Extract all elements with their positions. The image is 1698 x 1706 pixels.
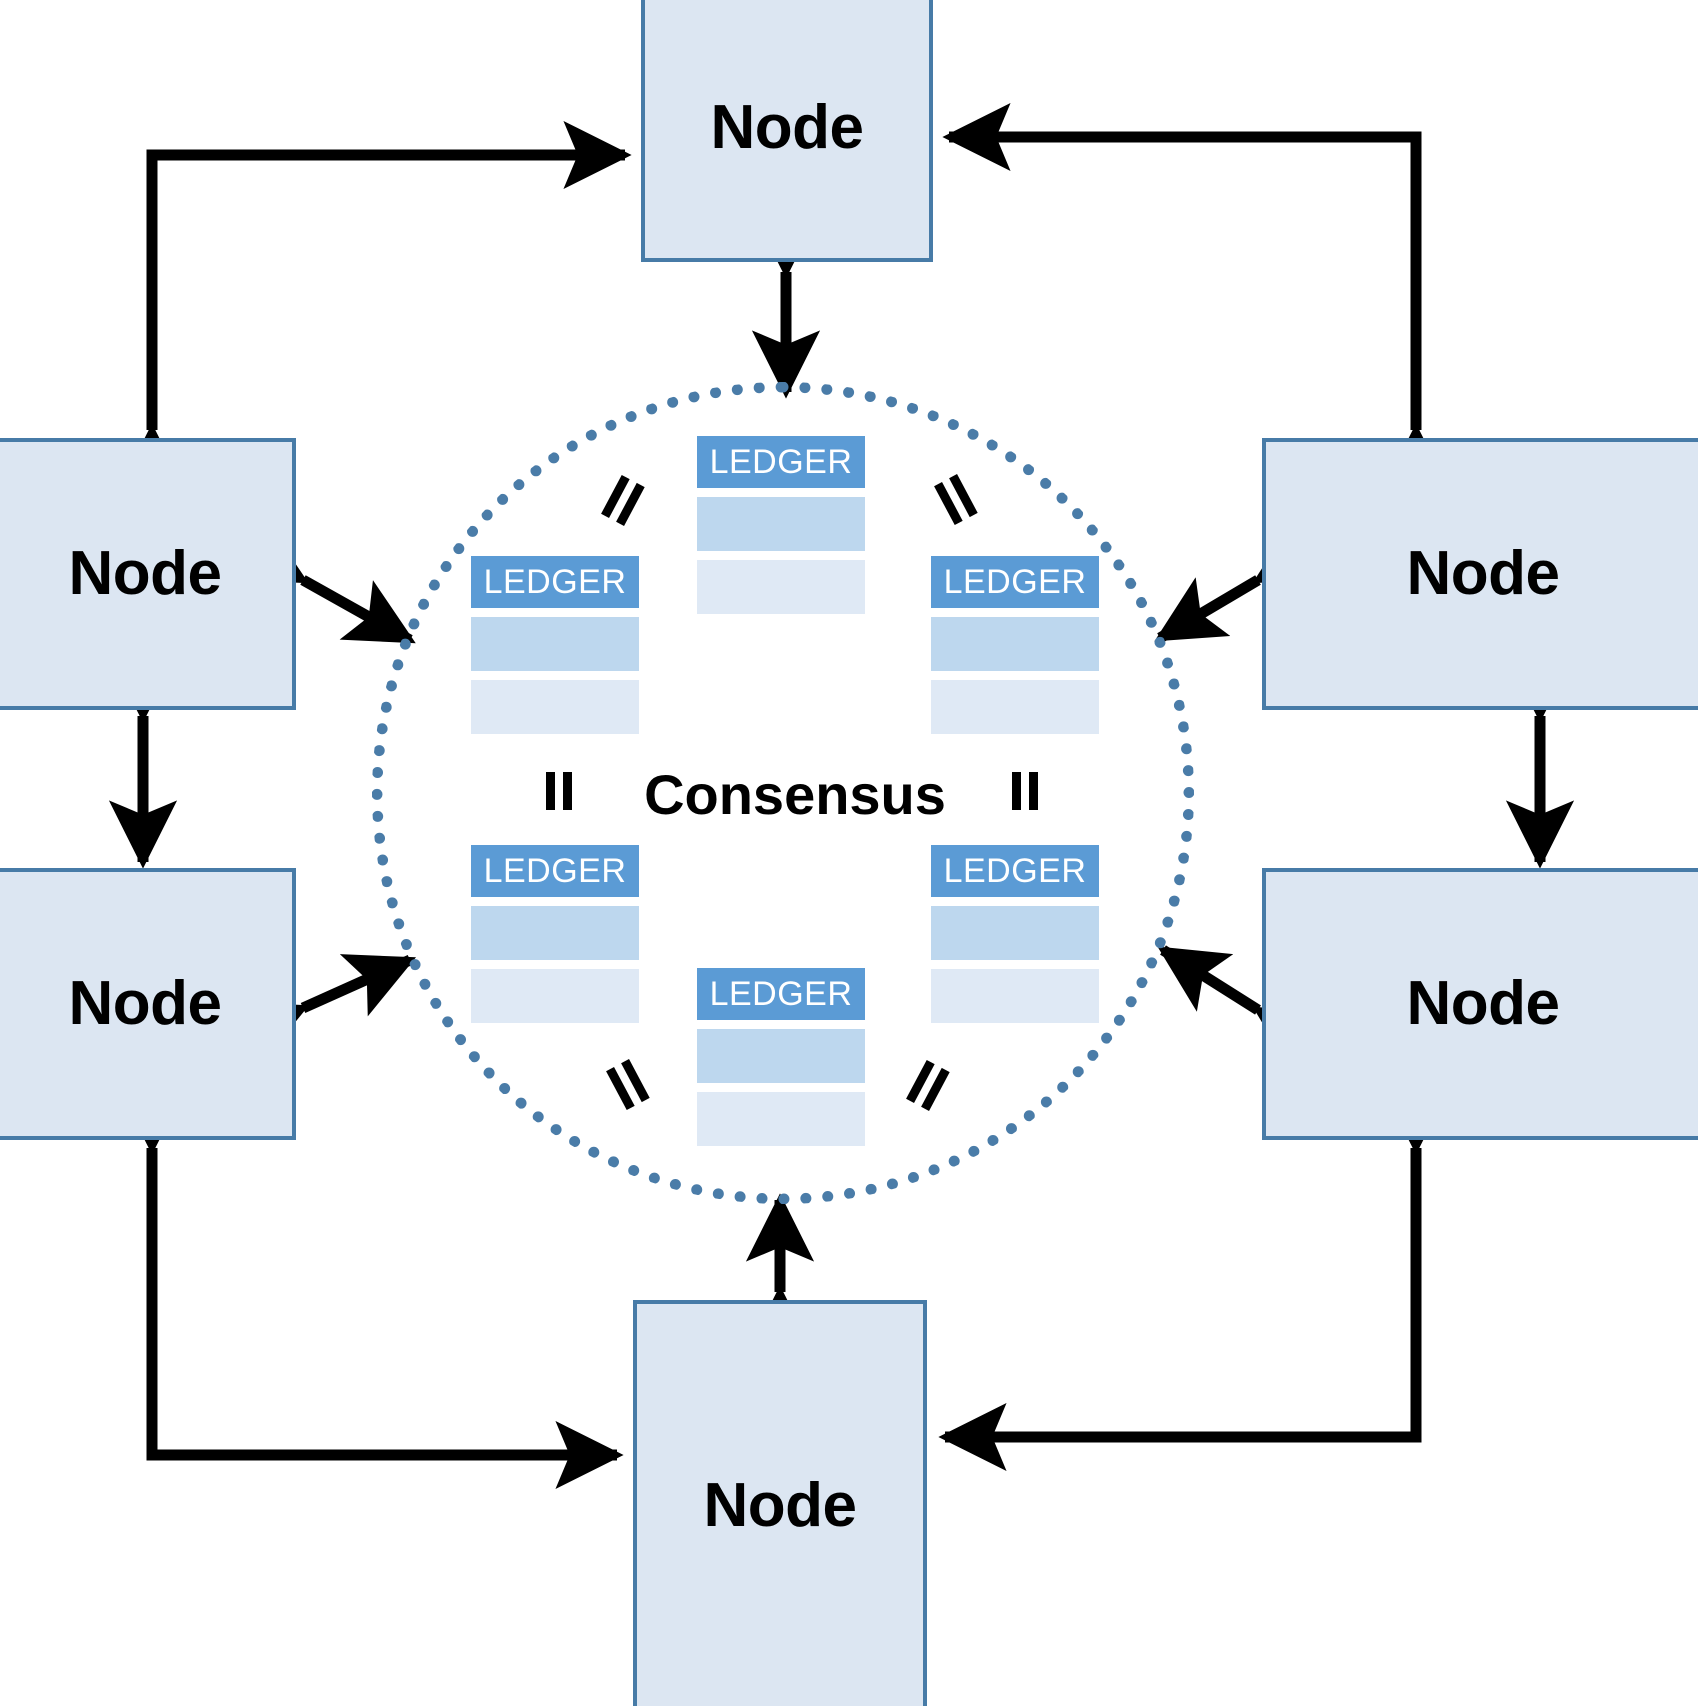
ledger-row: [697, 497, 865, 551]
ledger-header: LEDGER: [697, 968, 865, 1020]
ledger-row: [471, 969, 639, 1023]
ledger-row: [931, 617, 1099, 671]
ledger-row: [931, 906, 1099, 960]
equals-icon: [1002, 772, 1042, 810]
ledger-header: LEDGER: [931, 845, 1099, 897]
connector-right-lower-to-bottom: [938, 1086, 1451, 1472]
ledger-row: [471, 617, 639, 671]
node-box-left-lower[interactable]: Node: [0, 868, 296, 1140]
connector-left-lower-to-bottom: [117, 1086, 624, 1490]
node-label: Node: [68, 539, 223, 608]
ledger-header: LEDGER: [697, 436, 865, 488]
ledger-stack-right-lower[interactable]: LEDGER: [931, 845, 1099, 1023]
ledger-row: [697, 1092, 865, 1146]
node-box-left-upper[interactable]: Node: [0, 438, 296, 710]
ledger-row: [697, 560, 865, 614]
node-label: Node: [1406, 969, 1561, 1038]
connector-left-upper-to-consensus: [232, 520, 416, 645]
ledger-stack-left-lower[interactable]: LEDGER: [471, 845, 639, 1023]
node-label: Node: [703, 1471, 858, 1540]
ledger-stack-right-upper[interactable]: LEDGER: [931, 556, 1099, 734]
node-label: Node: [710, 93, 865, 162]
connector-right-upper-to-top: [942, 102, 1451, 492]
node-box-bottom[interactable]: Node: [633, 1300, 927, 1706]
connector-left-upper-to-top: [117, 120, 632, 492]
ledger-row: [931, 969, 1099, 1023]
node-box-right-lower[interactable]: Node: [1262, 868, 1698, 1140]
ledger-stack-top[interactable]: LEDGER: [697, 436, 865, 614]
ledger-header: LEDGER: [471, 556, 639, 608]
ledger-row: [471, 906, 639, 960]
ledger-stack-left-upper[interactable]: LEDGER: [471, 556, 639, 734]
consensus-label: Consensus: [644, 763, 946, 826]
consensus-boundary-circle: [372, 382, 1194, 1204]
ledger-header: LEDGER: [931, 556, 1099, 608]
node-box-right-upper[interactable]: Node: [1262, 438, 1698, 710]
node-label: Node: [68, 969, 223, 1038]
ledger-row: [471, 680, 639, 734]
connector-left-lower-to-consensus: [232, 954, 417, 1065]
ledger-row: [697, 1029, 865, 1083]
ledger-header: LEDGER: [471, 845, 639, 897]
connector-right-lower-to-consensus: [1157, 945, 1329, 1072]
connector-right-upper-to-consensus: [1154, 519, 1329, 643]
node-box-top[interactable]: Node: [641, 0, 933, 262]
ledger-stack-bottom[interactable]: LEDGER: [697, 968, 865, 1146]
ledger-row: [931, 680, 1099, 734]
node-label: Node: [1406, 539, 1561, 608]
equals-icon: [536, 772, 576, 810]
